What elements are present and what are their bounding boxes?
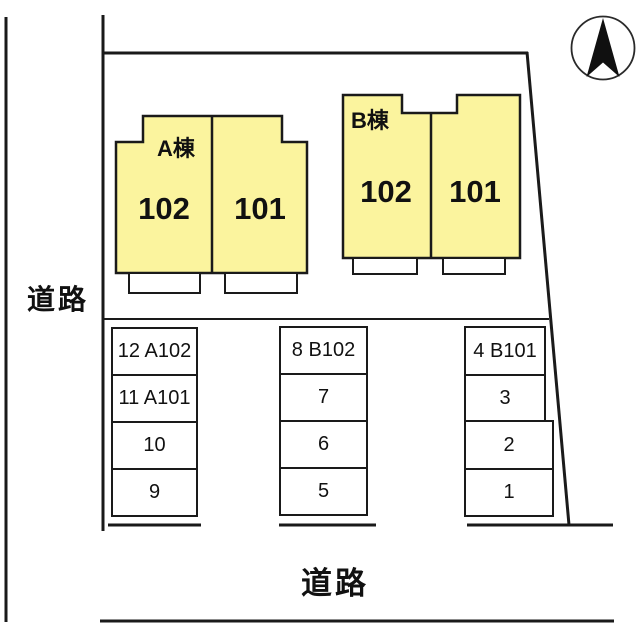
compass-needle	[586, 18, 620, 77]
parking-space-7: 7	[279, 373, 368, 422]
building-a-name: A棟	[157, 136, 195, 161]
parking-space-11-a101: 11 A101	[111, 374, 198, 423]
north-arrow-icon	[570, 15, 636, 81]
building-a-unit-101: 101	[234, 191, 286, 226]
parking-space-4-b101: 4 B101	[464, 326, 546, 376]
building-b-porch-right	[442, 257, 506, 275]
building-a-porch-right	[224, 272, 298, 294]
building-b-name: B棟	[351, 108, 389, 133]
parking-space-9: 9	[111, 468, 198, 517]
parking-space-1: 1	[464, 468, 554, 517]
building-b-unit-101: 101	[449, 174, 501, 209]
road-label-bottom: 道路	[301, 565, 369, 601]
building-b-unit-102: 102	[360, 174, 412, 209]
road-label-left: 道路	[26, 284, 89, 315]
site-boundary-east-slope-line	[525, 51, 571, 526]
building-b-porch-left	[352, 257, 418, 275]
parking-space-10: 10	[111, 421, 198, 470]
building-a-unit-102: 102	[138, 191, 190, 226]
parking-space-2: 2	[464, 420, 554, 470]
parking-space-5: 5	[279, 467, 368, 516]
parking-space-6: 6	[279, 420, 368, 469]
parking-space-8-b102: 8 B102	[279, 326, 368, 375]
parking-space-3: 3	[464, 374, 546, 422]
building-a-porch-left	[128, 272, 201, 294]
parking-space-12-a102: 12 A102	[111, 327, 198, 376]
